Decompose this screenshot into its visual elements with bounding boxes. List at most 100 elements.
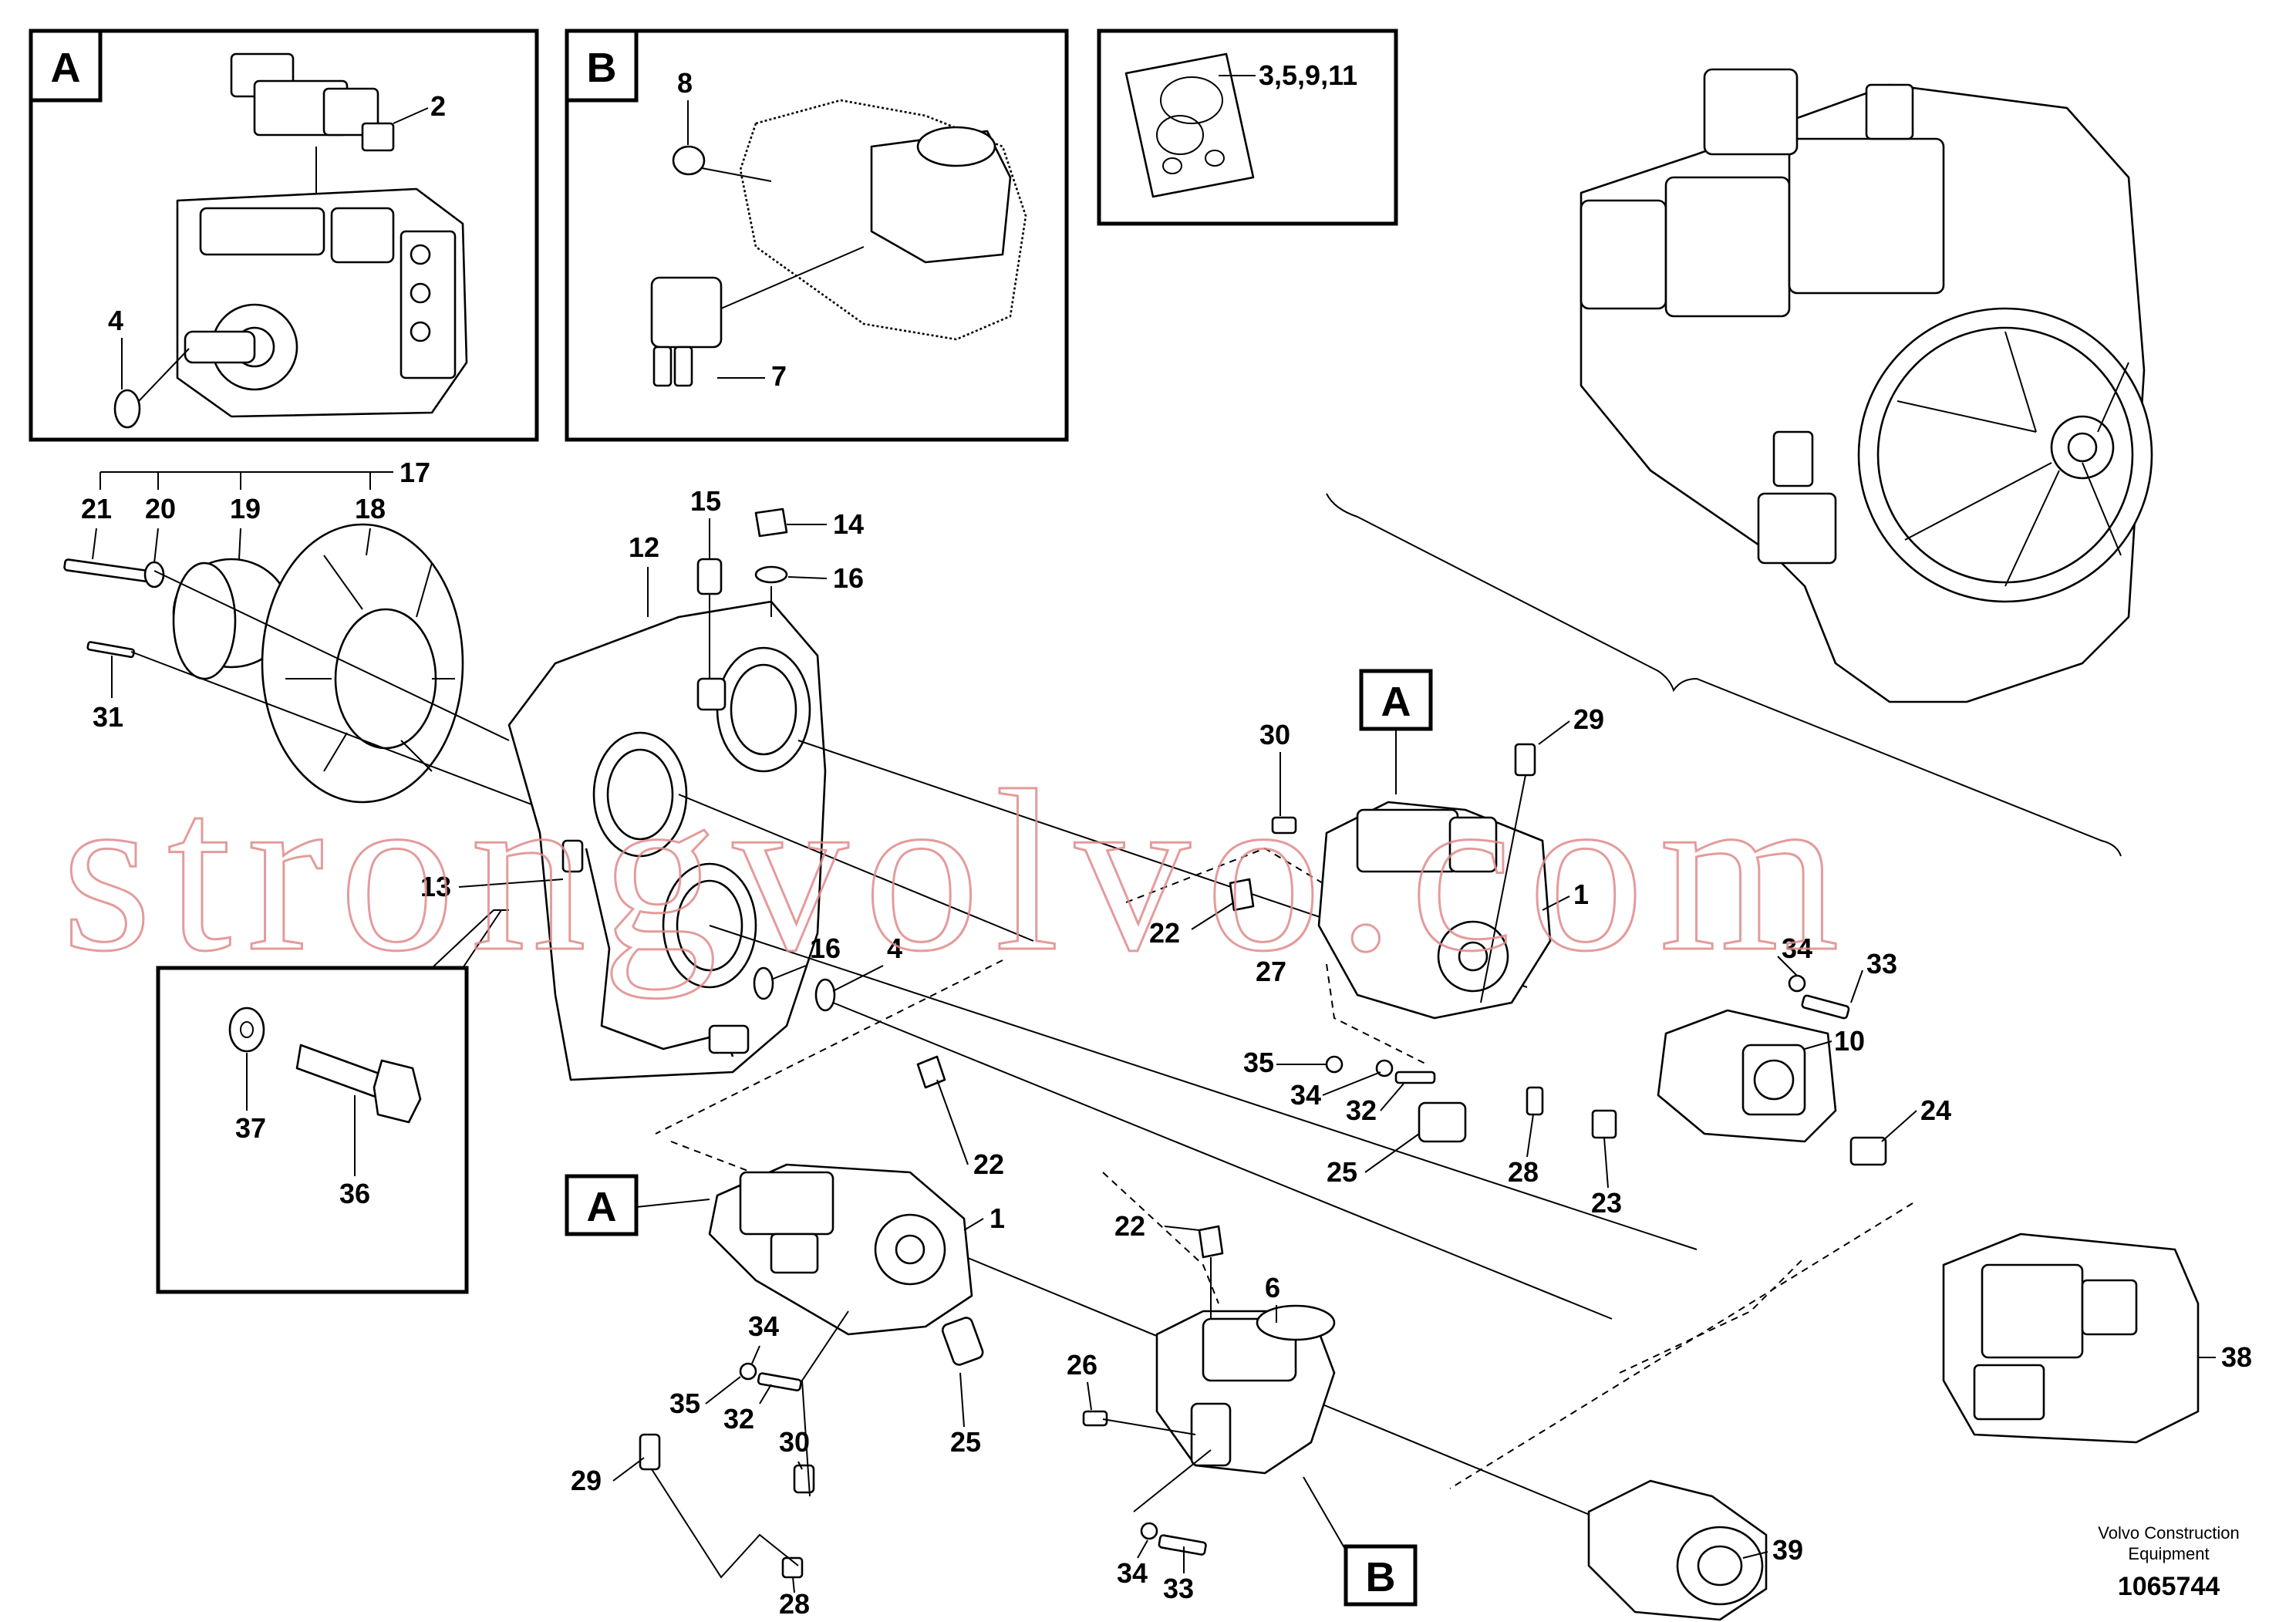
bolt-33-lower-icon: [1158, 1534, 1207, 1556]
valve-25-upper-icon: [1418, 1101, 1467, 1143]
detail-box-bolt: 37 36: [156, 966, 469, 1294]
callout-20: 20: [145, 493, 176, 524]
seal-16-icon: [754, 565, 788, 584]
callout-22-lower: 22: [973, 1148, 1004, 1180]
engine-overview-icon: [1580, 68, 2153, 703]
detail-ref-a-lower: A: [565, 1174, 710, 1236]
callout-8: 8: [677, 67, 693, 99]
footer-brand-line2: Equipment: [2128, 1544, 2209, 1563]
oring-4b-icon: [814, 978, 836, 1012]
callout-29-lower: 29: [571, 1465, 602, 1496]
bolt-21-icon: [63, 558, 150, 582]
callout-28-upper: 28: [1508, 1156, 1539, 1188]
bolt-32-lower-icon: [757, 1372, 802, 1392]
clamp-28-upper-icon: [1526, 1086, 1544, 1116]
callout-34-motor: 34: [1117, 1557, 1148, 1589]
overview-brace: [1326, 493, 2122, 857]
callout-16-lower: 16: [810, 932, 841, 964]
fitting-30-upper-icon: [1271, 816, 1297, 835]
seal-kit-box: 3,5,9,11: [1097, 29, 1398, 226]
pump-1-lower-icon: [708, 1163, 973, 1336]
detail-box-a: A 2 4: [29, 29, 539, 442]
callout-30-lower: 30: [779, 1426, 810, 1458]
callout-21: 21: [81, 493, 112, 524]
callout-24: 24: [1920, 1094, 1951, 1126]
svg-text:A: A: [587, 1184, 617, 1230]
plug-22-upper-icon: [1229, 878, 1255, 912]
gear-housing-12-icon: [507, 600, 827, 1081]
plug-26-icon: [1082, 1410, 1108, 1427]
callout-36: 36: [339, 1178, 370, 1209]
sensor-7-icon: [650, 276, 723, 387]
seal-kit-frame: [1097, 29, 1398, 226]
pump-assembly-icon: [176, 187, 468, 418]
callout-14: 14: [833, 508, 864, 540]
plug-14-icon: [754, 508, 788, 538]
callout-19: 19: [230, 493, 261, 524]
pump-1-upper-icon: [1317, 801, 1552, 1020]
callout-22-upper: 22: [1149, 917, 1180, 949]
washer-37-icon: [228, 1007, 265, 1053]
hydraulic-motor-icon: [739, 99, 1027, 341]
connector-29-lower-icon: [639, 1433, 661, 1471]
detail-box-b: B 8 7: [565, 29, 1069, 442]
callout-35-upper: 35: [1243, 1047, 1274, 1078]
callout-13: 13: [420, 871, 451, 902]
callout-16-upper: 16: [833, 562, 864, 594]
motor-39-icon: [1587, 1479, 1768, 1621]
detail-box-a-frame: [29, 29, 539, 442]
detail-pointer-b: [462, 909, 502, 969]
callout-25-lower: 25: [950, 1426, 981, 1458]
callout-39: 39: [1772, 1534, 1803, 1566]
damper-19-icon: [172, 558, 291, 680]
detail-a-tag-frame: [29, 29, 103, 103]
sensor-motor-icon: [1190, 1402, 1232, 1467]
plug-22-motor-icon: [1198, 1225, 1224, 1259]
callout-1-upper: 1: [1573, 878, 1589, 910]
callout-23: 23: [1591, 1187, 1622, 1219]
callout-30-upper: 30: [1259, 719, 1290, 750]
callout-34-lower: 34: [748, 1310, 779, 1342]
fitting-30-lower-icon: [793, 1464, 815, 1494]
callout-10: 10: [1834, 1025, 1865, 1057]
callout-33-gear: 33: [1866, 948, 1897, 980]
bolt-33-upper-icon: [1801, 994, 1850, 1020]
callout-37: 37: [235, 1112, 266, 1144]
detail-box-b-frame: [565, 29, 1069, 442]
detail-ref-b: B: [1303, 1476, 1418, 1607]
oring-4-icon: [113, 389, 141, 429]
callouts-main: 17 21 20 19 18 31 12 15 14 16 13 16 4 30…: [81, 457, 2252, 1620]
exploded-left-group: [63, 523, 587, 826]
detail-ref-a-upper: A: [1359, 669, 1433, 794]
svg-text:A: A: [1381, 679, 1411, 725]
footer-brand-line1: Volvo Construction: [2098, 1523, 2239, 1543]
callout-32-upper: 32: [1346, 1094, 1377, 1126]
callout-3-5-9-11: 3,5,9,11: [1259, 59, 1357, 91]
clamp-28-lower-icon: [781, 1556, 804, 1579]
seal-16b-icon: [753, 966, 774, 1000]
callout-32-lower: 32: [723, 1403, 754, 1435]
plug-13-icon: [561, 839, 584, 873]
bolt-36-icon: [295, 1044, 422, 1124]
detail-bolt-frame: [156, 966, 469, 1294]
callout-27: 27: [1256, 956, 1286, 987]
watermark-text: strongvolvo.com: [62, 743, 1855, 1000]
washer-34-lower-icon: [1140, 1522, 1158, 1540]
detail-a-tag: A: [51, 45, 81, 91]
callout-15: 15: [690, 485, 721, 517]
svg-text:B: B: [1366, 1554, 1396, 1600]
detail-pointer-a: [431, 909, 509, 969]
callout-7: 7: [771, 360, 787, 392]
callout-17: 17: [400, 457, 430, 488]
callout-4-main: 4: [887, 932, 902, 964]
callout-34-upper: 34: [1290, 1079, 1321, 1111]
callout-31: 31: [93, 701, 123, 733]
valve-block-38-icon: [1942, 1233, 2200, 1444]
motor-6-icon: [1155, 1304, 1336, 1475]
callout-2: 2: [430, 90, 446, 122]
callout-1-lower: 1: [990, 1202, 1005, 1234]
flange-18-icon: [261, 523, 464, 804]
valve-25-lower-icon: [941, 1317, 984, 1366]
seal-kit-bag-icon: [1124, 52, 1255, 198]
callout-25-upper: 25: [1327, 1156, 1357, 1188]
